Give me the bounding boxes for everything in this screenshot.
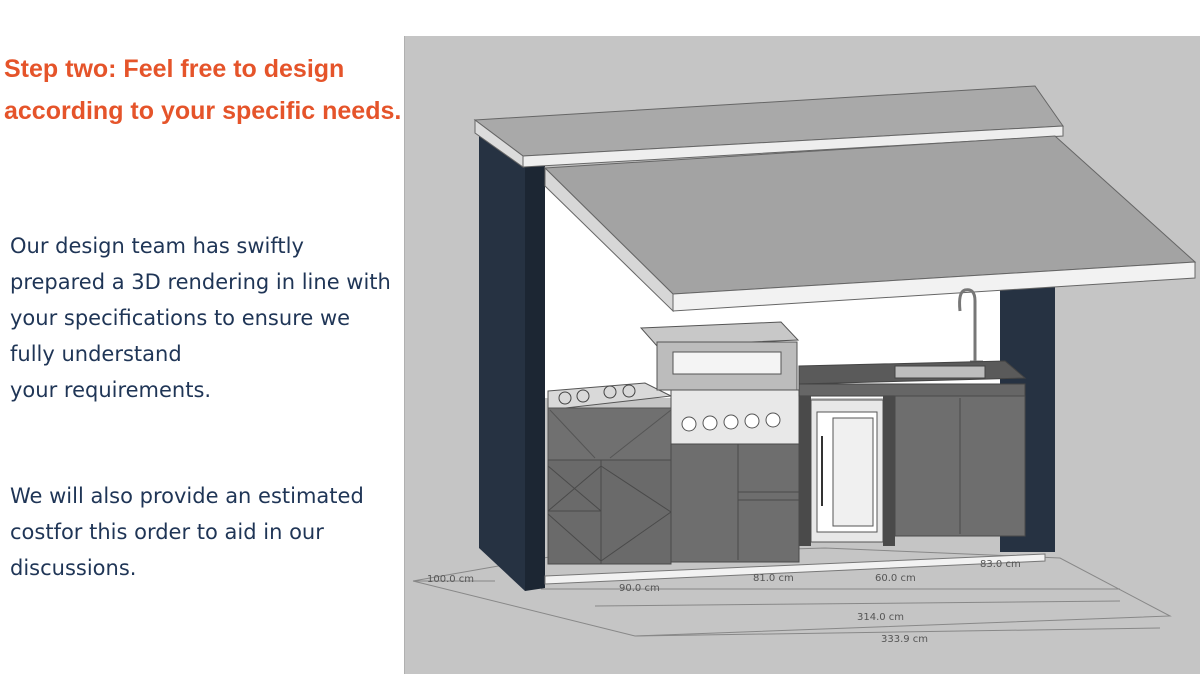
bbq-grill bbox=[639, 321, 800, 445]
burner-icons bbox=[558, 384, 636, 405]
dimension-depth-label: 100.0 cm bbox=[427, 574, 474, 585]
paragraph-line: discussions. bbox=[10, 556, 137, 580]
heading-line-1: Step two: Feel free to design bbox=[4, 55, 345, 83]
kitchen-3d-rendering: 100.0 cm 90.0 cm 81.0 cm 60.0 cm 83.0 cm… bbox=[404, 36, 1200, 674]
estimate-paragraph: We will also provide an estimated costfo… bbox=[10, 478, 395, 586]
dimension-overall-label: 333.9 cm bbox=[881, 634, 928, 645]
sink-cabinets bbox=[894, 395, 1026, 537]
grill-cabinets bbox=[670, 443, 800, 563]
left-pillar-face bbox=[525, 146, 545, 591]
cooktop-counter bbox=[547, 382, 673, 461]
right-countertop bbox=[798, 360, 1027, 397]
fridge-side-panel bbox=[883, 396, 895, 546]
paragraph-line: your requirements. bbox=[10, 378, 212, 402]
dimension-total-label: 314.0 cm bbox=[857, 612, 904, 623]
design-team-paragraph: Our design team has swiftly prepared a 3… bbox=[10, 228, 395, 408]
page-heading: Step two: Feel free to design according … bbox=[4, 48, 402, 132]
dimension-section-3-label: 60.0 cm bbox=[875, 573, 916, 584]
dimension-section-4-label: 83.0 cm bbox=[980, 559, 1021, 570]
left-pillar bbox=[479, 131, 525, 591]
rendering-drawing: 100.0 cm 90.0 cm 81.0 cm 60.0 cm 83.0 cm… bbox=[412, 85, 1197, 645]
paragraph-line: costfor this order to aid in our bbox=[10, 520, 324, 544]
paragraph-line: fully understand bbox=[10, 342, 182, 366]
roof-top-slab bbox=[473, 85, 1064, 168]
heading-line-2: according to your specific needs. bbox=[4, 97, 402, 125]
dimension-section-2-label: 81.0 cm bbox=[753, 573, 794, 584]
dimension-section-1-label: 90.0 cm bbox=[619, 583, 660, 594]
canopy-slab bbox=[543, 135, 1197, 313]
left-cabinets bbox=[547, 459, 672, 565]
paragraph-line: your specifications to ensure we bbox=[10, 306, 351, 330]
wine-fridge bbox=[810, 399, 884, 543]
paragraph-line: prepared a 3D rendering in line with bbox=[10, 270, 391, 294]
fridge-side-panel bbox=[799, 396, 811, 546]
paragraph-line: We will also provide an estimated bbox=[10, 484, 364, 508]
paragraph-line: Our design team has swiftly bbox=[10, 234, 304, 258]
floor-plinth bbox=[544, 553, 1046, 585]
